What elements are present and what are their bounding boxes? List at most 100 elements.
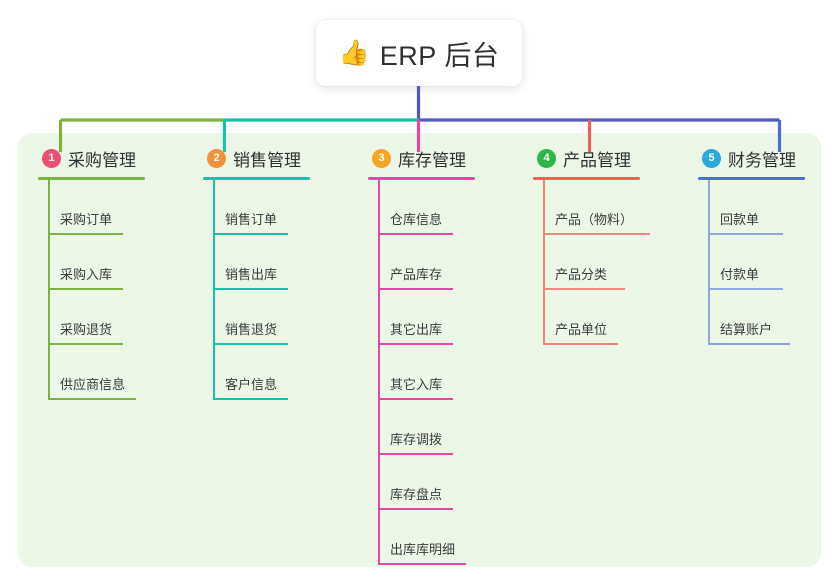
column-spine [48, 180, 50, 400]
leaf-item[interactable]: 客户信息 [203, 345, 310, 400]
leaf-item-underline [213, 343, 288, 345]
leaf-item-label: 产品单位 [555, 322, 608, 337]
leaf-item-label: 结算账户 [720, 322, 773, 337]
column-index-badge: 3 [372, 148, 391, 168]
column-items: 产品（物料） 产品分类产品单位 [533, 180, 650, 345]
leaf-item-underline [213, 398, 288, 400]
column-header[interactable]: 5 财务管理 [698, 145, 805, 171]
leaf-item-label: 销售订单 [225, 212, 278, 227]
column-title: 产品管理 [563, 150, 631, 170]
leaf-item-underline [708, 288, 783, 290]
leaf-item-label: 库存调拨 [390, 432, 443, 447]
leaf-item[interactable]: 产品（物料） [533, 180, 650, 235]
leaf-item[interactable]: 付款单 [698, 235, 805, 290]
leaf-item[interactable]: 仓库信息 [368, 180, 475, 235]
column-产品管理: 4 产品管理产品（物料） 产品分类产品单位 [533, 145, 650, 345]
leaf-item[interactable]: 采购订单 [38, 180, 145, 235]
leaf-item[interactable]: 采购退货 [38, 290, 145, 345]
diagram-panel [18, 133, 821, 567]
column-index-badge: 4 [537, 148, 556, 168]
column-spine [708, 180, 710, 345]
column-underline [368, 177, 475, 180]
root-node-card[interactable]: 👍 ERP 后台 [316, 20, 522, 86]
column-index-badge: 5 [702, 148, 721, 168]
leaf-item-label: 付款单 [720, 267, 760, 282]
column-财务管理: 5 财务管理回款单付款单结算账户 [698, 145, 805, 345]
thumbs-up-icon: 👍 [338, 38, 370, 67]
column-spine [378, 180, 380, 565]
leaf-item-label: 库存盘点 [390, 487, 443, 502]
leaf-item-underline [543, 233, 650, 235]
column-spine [543, 180, 545, 345]
leaf-item[interactable]: 采购入库 [38, 235, 145, 290]
column-items: 采购订单采购入库采购退货供应商信息 [38, 180, 145, 400]
column-库存管理: 3 库存管理仓库信息产品库存其它出库其它入库库存调拨库存盘点出库库明细 [368, 145, 475, 565]
leaf-item-label: 客户信息 [225, 377, 278, 392]
column-underline [203, 177, 310, 180]
leaf-item[interactable]: 产品库存 [368, 235, 475, 290]
root-node-content: 👍 ERP 后台 [339, 34, 500, 73]
leaf-item-underline [378, 453, 453, 455]
leaf-item-label: 采购订单 [60, 212, 113, 227]
column-index-badge: 1 [42, 148, 61, 168]
column-underline [533, 177, 640, 180]
leaf-item-underline [213, 288, 288, 290]
leaf-item-label: 销售退货 [225, 322, 278, 337]
leaf-item-label: 回款单 [720, 212, 760, 227]
leaf-item[interactable]: 产品分类 [533, 235, 640, 290]
leaf-item[interactable]: 销售退货 [203, 290, 310, 345]
leaf-item-underline [48, 343, 123, 345]
leaf-item-underline [378, 233, 453, 235]
column-title: 库存管理 [398, 150, 466, 170]
leaf-item-label: 销售出库 [225, 267, 278, 282]
leaf-item[interactable]: 出库库明细 [368, 510, 475, 565]
leaf-item-label: 采购入库 [60, 267, 113, 282]
leaf-item-underline [213, 233, 288, 235]
column-header[interactable]: 1 采购管理 [38, 145, 145, 171]
leaf-item[interactable]: 其它入库 [368, 345, 475, 400]
leaf-item[interactable]: 产品单位 [533, 290, 640, 345]
column-title: 财务管理 [728, 150, 796, 170]
leaf-item-label: 其它出库 [390, 322, 443, 337]
leaf-item-label: 产品分类 [555, 267, 608, 282]
leaf-item-label: 出库库明细 [390, 542, 456, 557]
leaf-item-label: 产品（物料） [555, 212, 634, 227]
leaf-item[interactable]: 库存盘点 [368, 455, 475, 510]
leaf-item-label: 其它入库 [390, 377, 443, 392]
leaf-item-underline [708, 343, 790, 345]
leaf-item[interactable]: 销售出库 [203, 235, 310, 290]
leaf-item-label: 供应商信息 [60, 377, 126, 392]
leaf-item[interactable]: 结算账户 [698, 290, 805, 345]
column-items: 仓库信息产品库存其它出库其它入库库存调拨库存盘点出库库明细 [368, 180, 475, 565]
leaf-item-underline [378, 508, 453, 510]
column-title: 采购管理 [68, 150, 136, 170]
root-node-title: ERP 后台 [379, 40, 500, 71]
column-items: 回款单付款单结算账户 [698, 180, 805, 345]
column-header[interactable]: 3 库存管理 [368, 145, 475, 171]
leaf-item-underline [378, 343, 453, 345]
column-header[interactable]: 4 产品管理 [533, 145, 640, 171]
leaf-item-underline [48, 233, 123, 235]
leaf-item-underline [708, 233, 783, 235]
leaf-item-underline [378, 288, 453, 290]
leaf-item[interactable]: 回款单 [698, 180, 805, 235]
leaf-item-label: 产品库存 [390, 267, 443, 282]
column-spine [213, 180, 215, 400]
leaf-item-underline [543, 343, 618, 345]
leaf-item[interactable]: 销售订单 [203, 180, 310, 235]
leaf-item-underline [378, 563, 466, 565]
leaf-item[interactable]: 库存调拨 [368, 400, 475, 455]
column-underline [38, 177, 145, 180]
column-items: 销售订单销售出库销售退货客户信息 [203, 180, 310, 400]
leaf-item-underline [378, 398, 453, 400]
leaf-item-underline [48, 398, 136, 400]
column-underline [698, 177, 805, 180]
leaf-item[interactable]: 供应商信息 [38, 345, 145, 400]
leaf-item-label: 采购退货 [60, 322, 113, 337]
leaf-item-underline [48, 288, 123, 290]
column-title: 销售管理 [233, 150, 301, 170]
leaf-item[interactable]: 其它出库 [368, 290, 475, 345]
